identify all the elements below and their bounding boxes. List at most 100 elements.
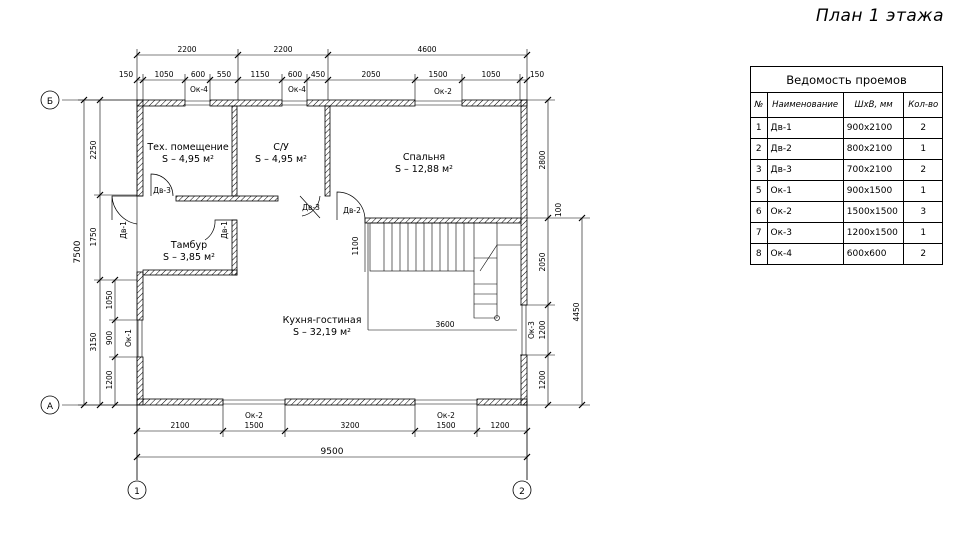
schedule-header-qty: Кол-во <box>903 92 943 118</box>
cell: Дв-2 <box>766 138 844 160</box>
dim-bottom-total: 9500 <box>321 447 344 457</box>
cell: 700x2100 <box>842 159 905 181</box>
plan-title: План 1 этажа <box>815 6 944 26</box>
opening-dv1a: Дв-1 <box>119 221 128 239</box>
room-vestibule-name: Тамбур <box>170 240 207 251</box>
axis-label-a: А <box>47 402 54 412</box>
cell: 1 <box>903 138 943 160</box>
room-bedroom-area: S – 12,88 м² <box>395 164 453 175</box>
opening-dv3a: Дв-3 <box>153 186 171 195</box>
dim-right-3: 1200 <box>538 320 547 339</box>
dim-top2-4: 1150 <box>250 70 269 79</box>
cell: 1 <box>903 180 943 202</box>
cell: 2 <box>750 138 768 160</box>
schedule-header-name: Наименование <box>766 92 844 118</box>
cell: 800x2100 <box>842 138 905 160</box>
cell: 900x1500 <box>842 180 905 202</box>
cell: 1 <box>750 117 768 139</box>
cell: 1 <box>903 222 943 244</box>
dim-top2-1: 1050 <box>154 70 173 79</box>
dim-top2-8: 1500 <box>428 70 447 79</box>
opening-ok3: Ок-3 <box>527 321 536 339</box>
room-tech-name: Тех. помещение <box>146 142 229 153</box>
room-tech-area: S – 4,95 м² <box>162 154 214 165</box>
dimension-lines <box>62 49 590 480</box>
dim-bottom-3: 1500 <box>436 421 455 430</box>
room-wc-area: S – 4,95 м² <box>255 154 307 165</box>
dim-top-2: 4600 <box>417 45 436 54</box>
cell: 6 <box>750 201 768 223</box>
dim-left-5: 3150 <box>89 332 98 351</box>
dim-top2-3: 550 <box>217 70 232 79</box>
dim-bottom-2: 3200 <box>340 421 359 430</box>
door-swings <box>111 173 366 241</box>
opening-dv3b: Дв-3 <box>302 203 320 212</box>
dim-top-1: 2200 <box>273 45 292 54</box>
cell: 3 <box>903 201 943 223</box>
axis-label-2: 2 <box>519 487 525 497</box>
openings-schedule-table: Ведомость проемов № Наименование ШхВ, мм… <box>750 66 943 265</box>
cell: 8 <box>750 243 768 265</box>
dim-left-1: 1750 <box>89 227 98 246</box>
opening-ok2-b1: Ок-2 <box>245 411 263 420</box>
axis-label-b: Б <box>47 97 53 107</box>
cell: Ок-1 <box>766 180 844 202</box>
dim-inner-1: 3600 <box>435 320 454 329</box>
opening-ok1: Ок-1 <box>124 329 133 347</box>
cell: 2 <box>903 117 943 139</box>
cell: 1500x1500 <box>842 201 905 223</box>
schedule-header-size: ШхВ, мм <box>842 92 905 118</box>
dim-bottom-1: 1500 <box>244 421 263 430</box>
window-glazing <box>137 100 527 405</box>
dim-top2-10: 150 <box>530 70 545 79</box>
dim-right-2: 2050 <box>538 252 547 271</box>
dim-left-4: 1200 <box>105 370 114 389</box>
cell: 3 <box>750 159 768 181</box>
room-living-name: Кухня-гостиная <box>283 315 362 326</box>
axis-label-1: 1 <box>134 487 140 497</box>
room-bedroom-name: Спальня <box>403 152 445 163</box>
dim-right-0: 2800 <box>538 150 547 169</box>
opening-ok4a: Ок-4 <box>190 85 208 94</box>
dim-top2-5: 600 <box>288 70 303 79</box>
room-vestibule-area: S – 3,85 м² <box>163 252 215 263</box>
dim-left-3: 900 <box>105 331 114 346</box>
dim-left-2: 1050 <box>105 290 114 309</box>
dim-top2-7: 2050 <box>361 70 380 79</box>
cell: 600x600 <box>842 243 905 265</box>
schedule-caption: Ведомость проемов <box>750 66 943 93</box>
cell: 900x2100 <box>842 117 905 139</box>
dim-left-total: 7500 <box>73 240 83 263</box>
cell: Ок-4 <box>766 243 844 265</box>
cell: 1200x1500 <box>842 222 905 244</box>
dim-bottom-0: 2100 <box>170 421 189 430</box>
cell: 2 <box>903 243 943 265</box>
dim-top2-9: 1050 <box>481 70 500 79</box>
opening-dv1b: Дв-1 <box>220 221 229 239</box>
opening-ok2-top: Ок-2 <box>434 87 452 96</box>
opening-ok4b: Ок-4 <box>288 85 306 94</box>
stairs <box>367 222 521 330</box>
dimension-ticks <box>80 51 586 461</box>
axis-markers <box>40 90 532 500</box>
dim-left-0: 2250 <box>89 140 98 159</box>
opening-ok2-b2: Ок-2 <box>437 411 455 420</box>
dim-top2-6: 450 <box>311 70 326 79</box>
cell: Ок-2 <box>766 201 844 223</box>
dim-top2-2: 600 <box>191 70 206 79</box>
cell: 7 <box>750 222 768 244</box>
cell: Дв-1 <box>766 117 844 139</box>
dim-right-5: 4450 <box>572 302 581 321</box>
cell: Ок-3 <box>766 222 844 244</box>
dim-bottom-4: 1200 <box>490 421 509 430</box>
dim-top2-0: 150 <box>119 70 134 79</box>
cell: 5 <box>750 180 768 202</box>
